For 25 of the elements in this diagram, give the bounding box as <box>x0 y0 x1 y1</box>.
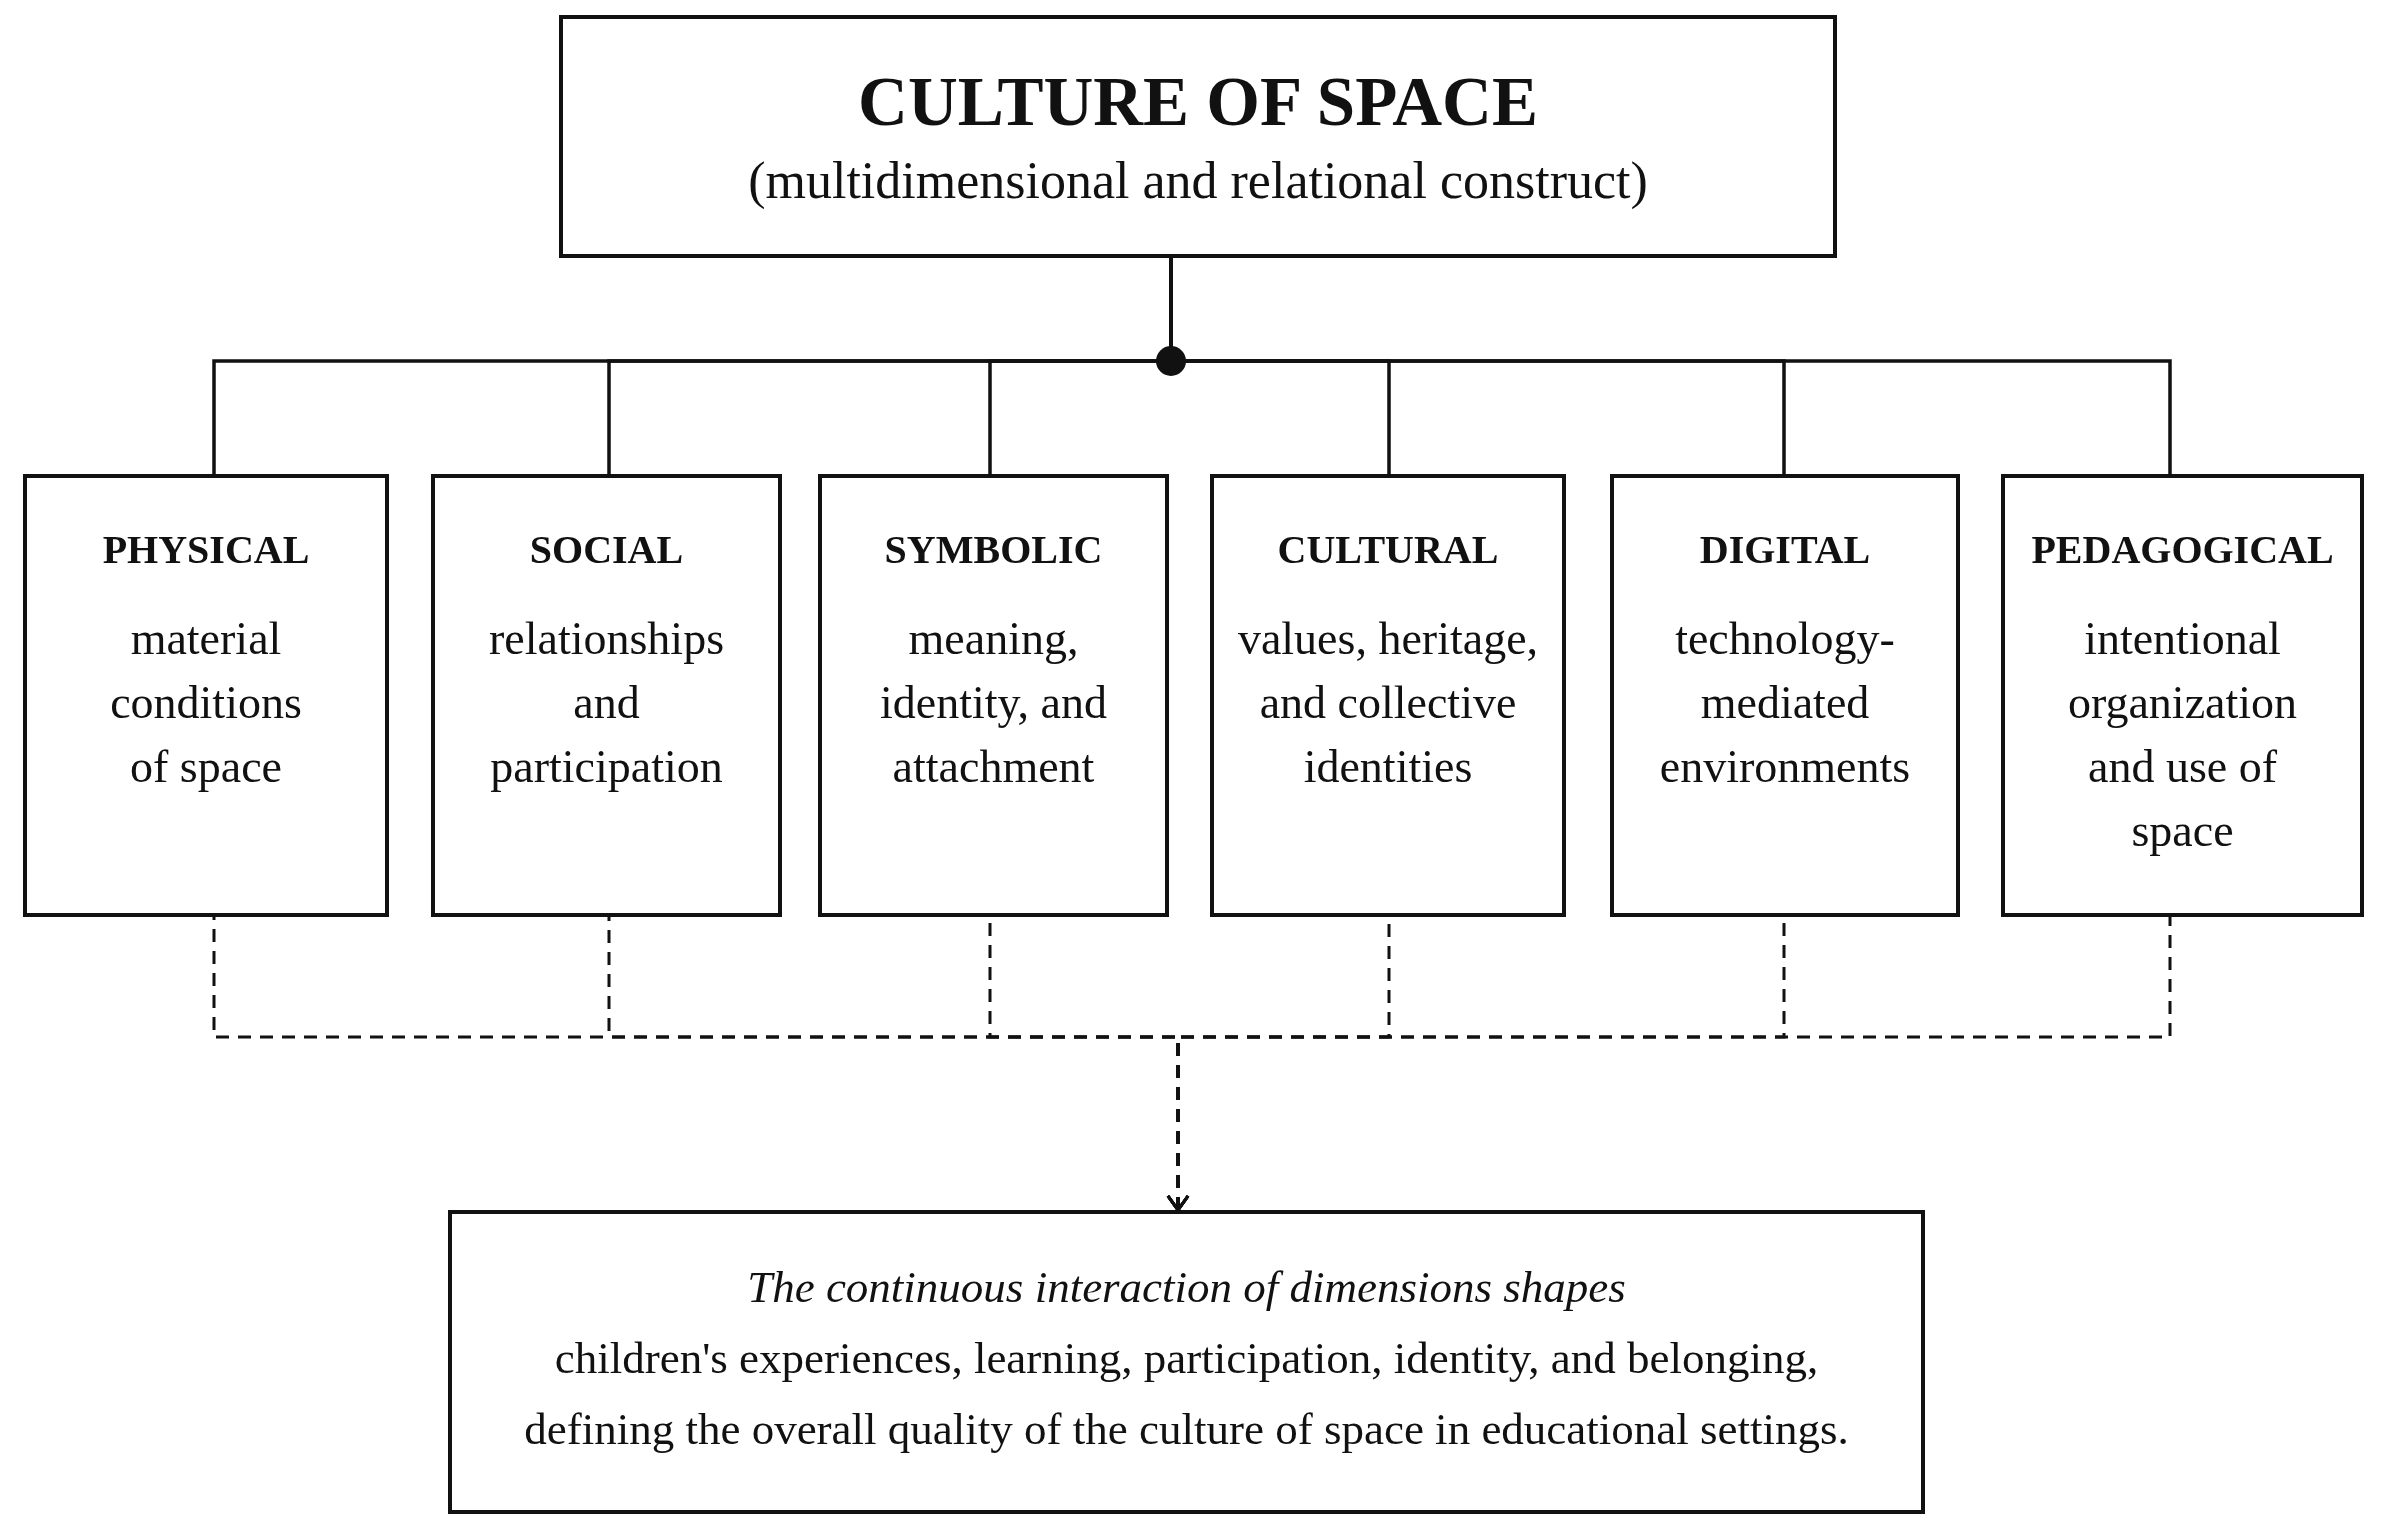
dimension-description: relationships and participation <box>487 612 726 794</box>
dimension-box <box>1610 474 1960 917</box>
dimension-description: material conditions of space <box>109 612 303 794</box>
dimension-box <box>1210 474 1566 917</box>
dimension-box <box>23 474 389 917</box>
dimension-heading: SOCIAL <box>529 526 684 574</box>
summary-lead: The continuous interaction of dimensions shapes <box>747 1261 1626 1314</box>
dimension-box <box>818 474 1169 917</box>
dimension-box <box>2001 474 2364 917</box>
dimension-heading: PHYSICAL <box>102 526 310 574</box>
dashed-arrow <box>1166 917 2172 1212</box>
dimension-description: values, heritage, and collective identities <box>1236 612 1540 794</box>
summary-box <box>448 1210 1925 1514</box>
dimension-box <box>431 474 782 917</box>
concept-box <box>559 15 1837 258</box>
dimension-heading: SYMBOLIC <box>884 526 1103 574</box>
dimension-heading: PEDAGOGICAL <box>2031 526 2334 574</box>
dimension-description: intentional organization and use of space <box>2066 612 2299 858</box>
dimension-heading: DIGITAL <box>1699 526 1871 574</box>
dimension-heading: CULTURAL <box>1277 526 1499 574</box>
summary-text: children's experiences, learning, participation, identity, and belonging, defining the overall quality of the culture of space in educational settings. <box>523 1332 1850 1456</box>
title-text: CULTURE OF SPACE <box>858 62 1538 141</box>
dimension-description: technology-mediated environments <box>1658 612 1912 794</box>
subtitle-text: (multidimensional and relational construct) <box>748 150 1648 211</box>
dimension-description: meaning, identity, and attachment <box>879 612 1108 794</box>
